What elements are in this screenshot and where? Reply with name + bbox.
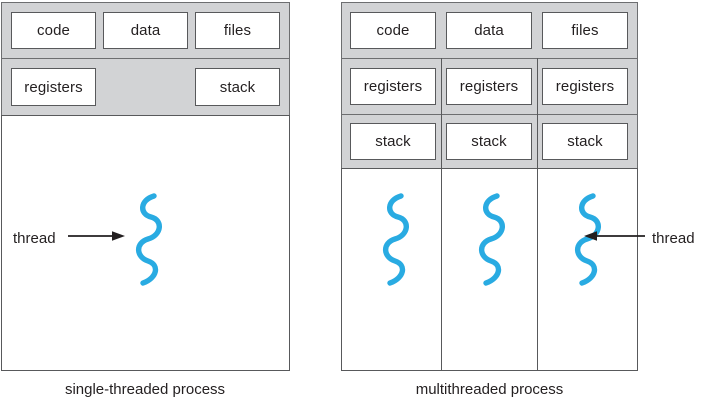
multi-cell-code[interactable]: code [350, 12, 436, 49]
multi-thread-squiggle-1 [377, 192, 411, 288]
single-cell-files[interactable]: files [195, 12, 280, 49]
multi-cell-stack-1[interactable]: stack [350, 123, 436, 160]
single-cell-stack[interactable]: stack [195, 68, 280, 106]
single-cell-code[interactable]: code [11, 12, 96, 49]
multi-cell-stack-3[interactable]: stack [542, 123, 628, 160]
single-cell-registers[interactable]: registers [11, 68, 96, 106]
single-cell-data[interactable]: data [103, 12, 188, 49]
single-thread-annotation-label: thread [13, 230, 56, 247]
single-threaded-process-caption: single-threaded process [64, 381, 226, 398]
multi-thread-squiggle-3 [569, 192, 603, 288]
multi-cell-registers-1[interactable]: registers [350, 68, 436, 105]
single-thread-annotation-arrow [68, 229, 126, 243]
multi-column-divider-2 [537, 58, 538, 371]
single-execution-area [1, 115, 290, 371]
multi-cell-registers-2[interactable]: registers [446, 68, 532, 105]
multi-thread-annotation-arrow [583, 229, 645, 243]
multi-column-divider-1 [441, 58, 442, 371]
multi-cell-files[interactable]: files [542, 12, 628, 49]
multithreaded-process-caption: multithreaded process [415, 381, 564, 398]
multi-thread-squiggle-2 [473, 192, 507, 288]
multi-cell-data[interactable]: data [446, 12, 532, 49]
single-threaded-process-diagram: code data files registers stack [1, 2, 290, 371]
multi-cell-registers-3[interactable]: registers [542, 68, 628, 105]
multi-thread-annotation-label: thread [652, 230, 695, 247]
multi-cell-stack-2[interactable]: stack [446, 123, 532, 160]
multithreaded-process-diagram: code data files registers registers regi… [341, 2, 638, 371]
single-thread-squiggle [130, 192, 164, 288]
